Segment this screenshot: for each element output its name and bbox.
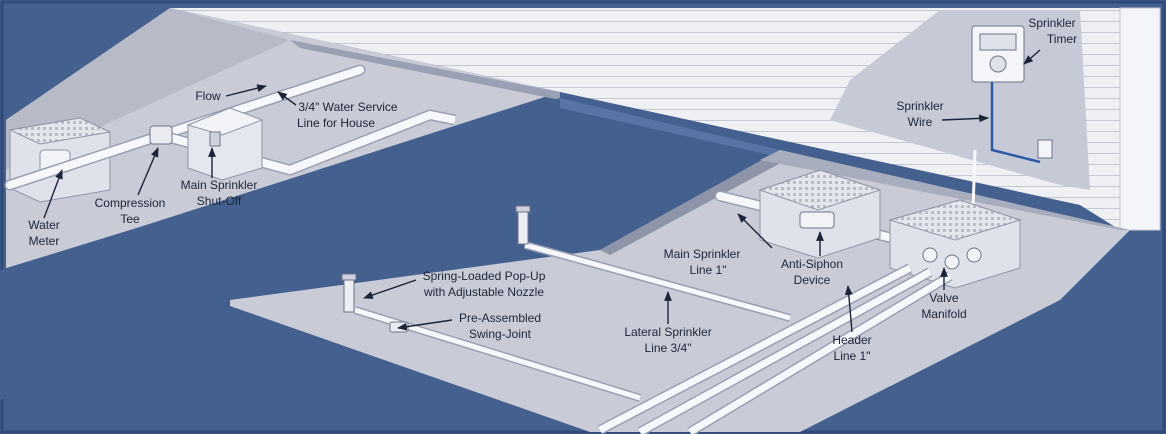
- anti-siphon-box-icon: [758, 169, 882, 259]
- label-sprinkler-timer-1: Sprinkler: [1028, 16, 1075, 30]
- house-corner: [1119, 7, 1161, 231]
- label-sprinkler-wire-1: Sprinkler: [896, 99, 943, 113]
- label-header-2: Line 1": [834, 349, 871, 363]
- label-valve-manifold-2: Manifold: [921, 307, 966, 321]
- flow-arrow: [225, 84, 267, 97]
- label-lateral-2: Line 3/4": [645, 341, 692, 355]
- header-leader: [844, 285, 853, 333]
- label-main-shutoff-1: Main Sprinkler: [181, 178, 258, 192]
- sprinkler-timer-icon: [971, 25, 1025, 83]
- label-anti-siphon-2: Device: [794, 273, 831, 287]
- water-meter-leader: [43, 169, 63, 219]
- label-water-service-1: 3/4" Water Service: [298, 100, 398, 114]
- valve-manifold-icon: [888, 199, 1022, 289]
- label-popup-2: with Adjustable Nozzle: [423, 285, 544, 299]
- sod-block: [0, 98, 780, 400]
- main-line-leader: [737, 213, 773, 249]
- label-swing-joint-2: Swing-Joint: [469, 327, 532, 341]
- trench-right-edge: [760, 150, 1130, 230]
- water-service-leader: [277, 91, 297, 106]
- label-main-line-1: Main Sprinkler: [664, 247, 741, 261]
- sprinkler-head-icon: [515, 205, 531, 245]
- label-water-meter-2: Meter: [29, 234, 60, 248]
- sod-block-edge: [560, 98, 780, 155]
- label-main-line-2: Line 1": [690, 263, 727, 277]
- label-header-1: Header: [832, 333, 871, 347]
- label-valve-manifold-1: Valve: [929, 291, 958, 305]
- service-pipe: [6, 66, 364, 189]
- house-shadow: [830, 10, 1090, 190]
- valve-box-icon: [186, 107, 264, 181]
- trench-right-wall: [600, 150, 790, 255]
- label-sprinkler-timer-2: Timer: [1047, 32, 1077, 46]
- compression-tee-leader: [137, 147, 159, 196]
- label-popup-1: Spring-Loaded Pop-Up: [423, 269, 546, 283]
- label-main-shutoff-2: Shut-Off: [197, 194, 242, 208]
- label-compression-tee-1: Compression: [95, 196, 166, 210]
- label-sprinkler-wire-2: Wire: [908, 115, 933, 129]
- sprinkler-wire: [990, 82, 1041, 164]
- label-water-service-2: Line for House: [297, 116, 375, 130]
- trench-left-edge: [290, 40, 560, 100]
- header-lines: [597, 263, 953, 434]
- label-anti-siphon-1: Anti-Siphon: [781, 257, 843, 271]
- compression-tee-icon: [149, 125, 173, 145]
- label-water-meter-1: Water: [28, 218, 60, 232]
- sprinkler-wire-leader: [941, 114, 989, 123]
- label-flow: Flow: [195, 89, 221, 103]
- label-lateral-1: Lateral Sprinkler: [624, 325, 711, 339]
- sprinkler-timer-leader: [1023, 49, 1041, 65]
- outlet-icon: [1037, 139, 1053, 159]
- label-compression-tee-2: Tee: [120, 212, 140, 226]
- sprinkler-head-icon: [341, 273, 357, 313]
- swing-joint-leader: [397, 319, 453, 331]
- popup-leader: [363, 279, 417, 299]
- label-swing-joint-1: Pre-Assembled: [459, 311, 541, 325]
